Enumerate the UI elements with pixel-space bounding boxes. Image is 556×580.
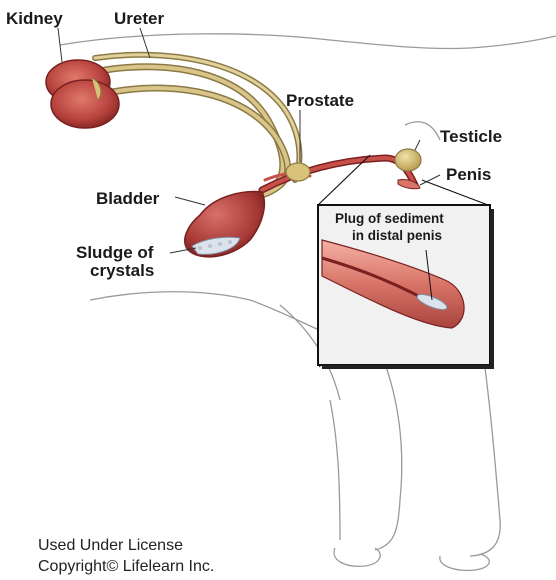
bladder [185, 192, 265, 257]
credit-line2: Copyright© Lifelearn Inc. [38, 558, 214, 576]
label-sludge-line2: crystals [90, 261, 154, 280]
ureters [95, 55, 299, 195]
label-ureter: Ureter [114, 9, 164, 28]
label-bladder: Bladder [96, 189, 160, 208]
prostate [286, 163, 310, 181]
label-kidney: Kidney [6, 9, 63, 28]
testicle [395, 149, 421, 171]
credit-line1: Used Under License [38, 537, 183, 555]
label-testicle: Testicle [440, 127, 502, 146]
label-sludge-line1: Sludge of [76, 243, 154, 262]
label-prostate: Prostate [286, 91, 354, 110]
label-penis: Penis [446, 165, 491, 184]
inset-label-line2: in distal penis [352, 228, 442, 243]
inset-label-line1: Plug of sediment [335, 211, 444, 226]
